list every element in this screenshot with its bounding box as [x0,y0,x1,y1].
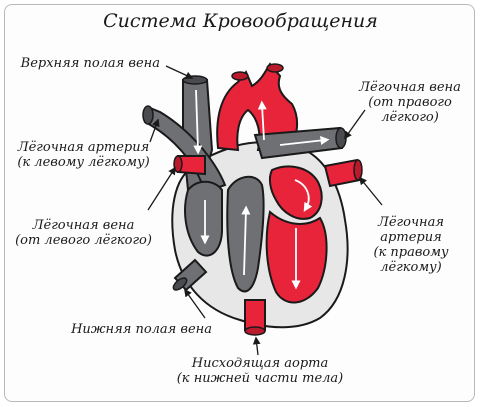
flow-arrow-rv [241,205,251,276]
pulmonary-artery-right-opening [335,127,347,149]
label-descending-aorta: Нисходящая аорта (к нижней части тела) [176,356,344,386]
flow-arrow-svc [193,89,203,155]
leader-descending-aorta [252,336,261,356]
leader-inferior-vena-cava [184,288,206,319]
aorta-branch-1 [231,71,249,81]
pulmonary-vein-right-opening [353,159,363,181]
leader-pulmonary-artery-left [149,118,160,143]
aorta-branch-2 [266,63,284,73]
leader-pulmonary-vein-right [344,109,366,140]
superior-vena-cava-opening [182,75,208,85]
label-superior-vena-cava: Верхняя полая вена [20,56,160,71]
pulmonary-artery-left-opening [142,105,154,125]
right-atrium-chamber [184,180,223,257]
flow-arrow-pa-right [279,136,330,146]
flow-arrow-la [294,179,313,212]
descending-aorta-vessel [244,299,266,331]
flow-arrow-aorta [257,100,267,141]
label-pulmonary-vein-right: Лёгочная вена (от правого лёгкого) [359,80,461,125]
leader-pulmonary-vein-left [147,166,176,211]
inferior-vena-cava-opening [172,277,188,291]
pulmonary-vein-left-opening [173,155,183,173]
label-inferior-vena-cava: Нижняя полая вена [71,322,212,337]
leader-superior-vena-cava [165,65,194,79]
label-pulmonary-vein-left: Лёгочная вена (от левого лёгкого) [15,218,152,248]
descending-aorta-opening [244,326,266,336]
aorta-vessel [216,62,298,152]
diagram-title: Система Кровообращения [103,10,378,32]
label-pulmonary-artery-left: Лёгочная артерия (к левому лёгкому) [17,140,150,170]
label-pulmonary-artery-right: Лёгочная артерия (к правому лёгкому) [373,215,449,275]
leader-pulmonary-artery-right [359,176,383,206]
